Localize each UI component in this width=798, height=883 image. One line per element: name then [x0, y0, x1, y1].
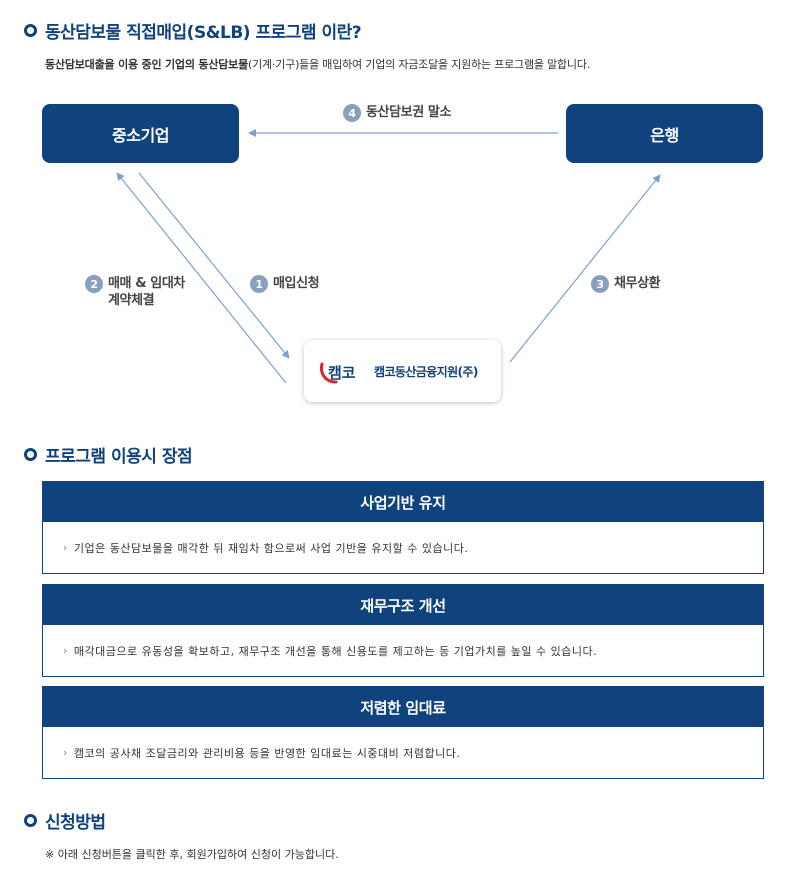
chevron-right-icon: ›	[63, 541, 68, 554]
step-number-badge: 1	[250, 275, 268, 293]
intro-rest: (기계·기구)들을 매입하여 기업의 자금조달을 지원하는 프로그램을 말합니다…	[248, 58, 591, 71]
chevron-right-icon: ›	[63, 746, 68, 759]
arrow-step1	[138, 172, 290, 359]
benefit-body: › 캠코의 공사채 조달금리와 관리비용 등을 반영한 임대료는 시중대비 저렴…	[43, 727, 763, 778]
section-title-text: 프로그램 이용시 장점	[45, 447, 193, 467]
section-title-text: 동산담보물 직접매입(S&LB) 프로그램 이란?	[45, 23, 362, 43]
step-label-line2: 계약체결	[108, 293, 155, 308]
chevron-right-icon: ›	[63, 644, 68, 657]
section-title-apply: 신청방법	[24, 808, 106, 833]
benefit-box-1: 사업기반 유지 › 기업은 동산담보물을 매각한 뒤 재임차 함으로써 사업 기…	[42, 481, 764, 574]
benefit-desc: 캠코의 공사채 조달금리와 관리비용 등을 반영한 임대료는 시중대비 저렴합니…	[73, 746, 461, 760]
node-bank-label: 은행	[650, 125, 679, 145]
flow-arrows	[116, 129, 661, 384]
step-number-badge: 3	[591, 275, 609, 293]
benefit-body: › 매각대금으로 유동성을 확보하고, 재무구조 개선을 통해 신용도를 제고하…	[43, 625, 763, 676]
arrow-step2	[116, 172, 287, 384]
step-4: 4 동산담보권 말소	[343, 104, 451, 122]
step-2: 2 매매 & 임대차 계약체결	[85, 275, 185, 309]
intro-text: 동산담보대출을 이용 중인 기업의 동산담보물(기계·기구)들을 매입하여 기업…	[45, 56, 590, 72]
kamco-logo-icon: 캠코	[320, 362, 356, 384]
node-sme: 중소기업	[42, 104, 239, 163]
benefit-desc: 기업은 동산담보물을 매각한 뒤 재임차 함으로써 사업 기반을 유지할 수 있…	[73, 541, 469, 555]
benefit-box-3: 저렴한 임대료 › 캠코의 공사채 조달금리와 관리비용 등을 반영한 임대료는…	[42, 686, 764, 779]
node-bank: 은행	[566, 104, 763, 163]
step-label: 동산담보권 말소	[366, 105, 452, 120]
section-title-program: 동산담보물 직접매입(S&LB) 프로그램 이란?	[24, 18, 362, 43]
intro-bold: 동산담보대출을 이용 중인 기업의 동산담보물	[45, 58, 248, 71]
kamco-logo-text: 캠코	[328, 364, 356, 382]
step-1: 1 매입신청	[250, 275, 320, 293]
step-3: 3 채무상환	[591, 275, 661, 293]
step-number-badge: 4	[343, 104, 361, 122]
circle-bullet-icon	[24, 814, 37, 827]
benefit-box-2: 재무구조 개선 › 매각대금으로 유동성을 확보하고, 재무구조 개선을 통해 …	[42, 584, 764, 677]
circle-bullet-icon	[24, 24, 37, 37]
step-number-badge: 2	[85, 275, 103, 293]
apply-note: ※ 아래 신청버튼을 클릭한 후, 회원가입하여 신청이 가능합니다.	[45, 848, 339, 861]
kamco-name: 캠코동산금융지원(주)	[374, 364, 478, 379]
section-title-text: 신청방법	[45, 813, 106, 833]
circle-bullet-icon	[24, 448, 37, 461]
benefit-title: 사업기반 유지	[43, 482, 763, 522]
step-label: 채무상환	[614, 276, 661, 291]
section-title-benefits: 프로그램 이용시 장점	[24, 442, 193, 467]
benefit-title: 저렴한 임대료	[43, 687, 763, 727]
benefit-body: › 기업은 동산담보물을 매각한 뒤 재임차 함으로써 사업 기반을 유지할 수…	[43, 522, 763, 573]
step-label: 매입신청	[273, 276, 320, 291]
step-label-line1: 매매 & 임대차	[108, 276, 185, 291]
benefit-desc: 매각대금으로 유동성을 확보하고, 재무구조 개선을 통해 신용도를 제고하는 …	[73, 644, 598, 658]
benefit-title: 재무구조 개선	[43, 585, 763, 625]
node-kamco: 캠코 캠코동산금융지원(주)	[304, 340, 501, 402]
arrow-step3	[509, 174, 661, 363]
node-sme-label: 중소기업	[112, 125, 169, 145]
